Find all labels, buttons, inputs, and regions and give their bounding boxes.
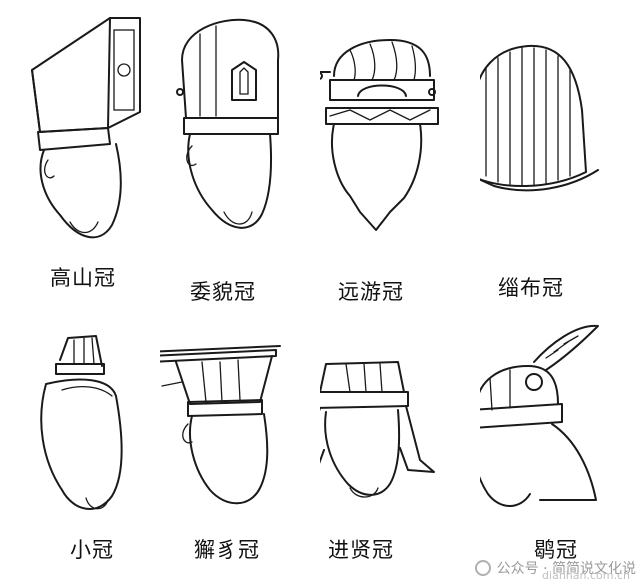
watermark-text: 公众号 · 简简说文化说 xyxy=(496,561,636,577)
figure-label: 缁布冠 xyxy=(498,276,564,300)
figure-label: 远游冠 xyxy=(338,280,404,304)
figure-label: 进贤冠 xyxy=(328,538,394,562)
watermark: 公众号 · 简简说文化说 xyxy=(474,558,636,578)
figure-xiao-guan: 小冠 xyxy=(0,300,160,582)
figure-jinxian-guan: 进贤冠 xyxy=(320,300,480,582)
figure-xiezhi-guan: 獬豸冠 xyxy=(160,300,320,582)
figure-label: 高山冠 xyxy=(50,266,116,290)
jinxian-guan-drawing xyxy=(320,361,435,498)
watermark-site: dianhan.com.cn xyxy=(542,569,630,582)
figure-he-guan: 鹖冠 xyxy=(480,300,640,582)
wechat-icon xyxy=(474,560,491,576)
gaoshan-guan-drawing xyxy=(31,17,141,239)
zibu-guan-drawing xyxy=(480,44,599,192)
figure-zibu-guan: 缁布冠 xyxy=(480,0,640,300)
weimao-guan-drawing xyxy=(176,18,280,229)
figure-label: 獬豸冠 xyxy=(194,538,260,562)
figure-label: 委貌冠 xyxy=(190,280,256,304)
figure-label: 鹖冠 xyxy=(534,538,578,562)
figure-yuanyou-guan: 远游冠 xyxy=(320,0,480,304)
figure-gaoshan-guan: 高山冠 xyxy=(0,0,160,300)
xiao-guan-drawing xyxy=(40,335,123,510)
he-guan-drawing xyxy=(480,324,599,507)
figure-weimao-guan: 委貌冠 xyxy=(160,0,320,304)
xiezhi-guan-drawing xyxy=(160,345,281,505)
figure-label: 小冠 xyxy=(70,538,114,562)
yuanyou-guan-drawing xyxy=(320,39,439,231)
